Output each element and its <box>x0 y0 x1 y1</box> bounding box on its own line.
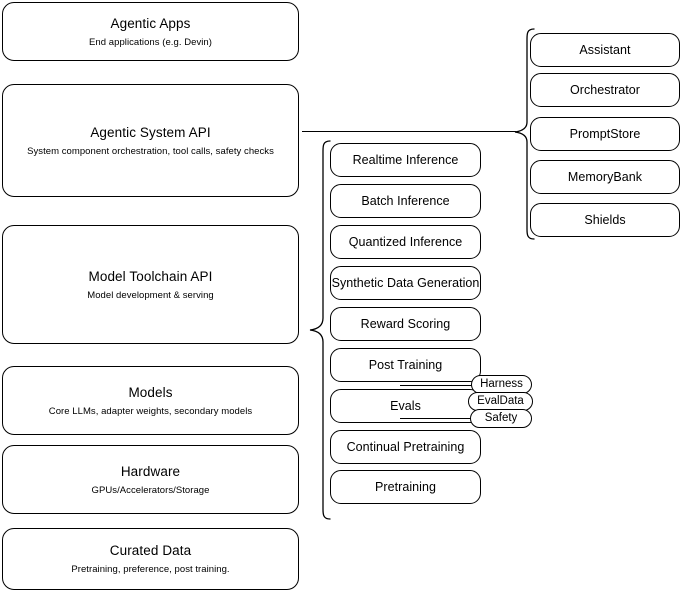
connector-line-evals-harness <box>400 385 478 386</box>
layer-title: Curated Data <box>109 543 192 558</box>
layer-subtitle: Pretraining, preference, post training. <box>71 564 230 575</box>
toolchain-item-quantized-inference[interactable]: Quantized Inference <box>330 225 481 259</box>
item-label: Quantized Inference <box>348 234 463 249</box>
layer-box-hardware[interactable]: Hardware GPUs/Accelerators/Storage <box>2 445 299 514</box>
toolchain-item-pretraining[interactable]: Pretraining <box>330 470 481 504</box>
layer-subtitle: End applications (e.g. Devin) <box>89 36 212 48</box>
item-label: Reward Scoring <box>360 316 451 331</box>
system-item-memorybank[interactable]: MemoryBank <box>530 160 680 194</box>
toolchain-item-post-training[interactable]: Post Training <box>330 348 481 382</box>
item-label: Batch Inference <box>361 193 450 208</box>
system-item-assistant[interactable]: Assistant <box>530 33 680 67</box>
item-label: Orchestrator <box>569 82 641 97</box>
item-label: Shields <box>584 212 626 227</box>
layer-box-model-toolchain-api[interactable]: Model Toolchain API Model development & … <box>2 225 299 344</box>
system-item-promptstore[interactable]: PromptStore <box>530 117 680 151</box>
layer-box-agentic-system-api[interactable]: Agentic System API System component orch… <box>2 84 299 197</box>
badge-label: Safety <box>484 412 518 424</box>
badge-label: EvalData <box>477 395 524 407</box>
toolchain-item-continual-pretraining[interactable]: Continual Pretraining <box>330 430 481 464</box>
eval-badge-harness[interactable]: Harness <box>471 375 532 394</box>
layer-box-agentic-apps[interactable]: Agentic Apps End applications (e.g. Devi… <box>2 2 299 61</box>
layer-title: Agentic System API <box>90 124 211 140</box>
toolchain-item-batch-inference[interactable]: Batch Inference <box>330 184 481 218</box>
toolchain-item-synthetic-data-generation[interactable]: Synthetic Data Generation <box>330 266 481 300</box>
system-item-orchestrator[interactable]: Orchestrator <box>530 73 680 107</box>
item-label: Evals <box>390 398 421 413</box>
item-label: Assistant <box>579 42 631 57</box>
layer-subtitle: Model development & serving <box>87 289 214 301</box>
layer-box-curated-data[interactable]: Curated Data Pretraining, preference, po… <box>2 528 299 590</box>
item-label: Continual Pretraining <box>346 439 465 454</box>
item-label: MemoryBank <box>567 169 643 184</box>
layer-subtitle: Core LLMs, adapter weights, secondary mo… <box>48 405 253 417</box>
layer-title: Model Toolchain API <box>88 268 213 284</box>
eval-badge-evaldata[interactable]: EvalData <box>468 392 533 411</box>
eval-badge-safety[interactable]: Safety <box>470 409 532 428</box>
toolchain-item-realtime-inference[interactable]: Realtime Inference <box>330 143 481 177</box>
layer-subtitle: System component orchestration, tool cal… <box>27 145 274 157</box>
layer-subtitle: GPUs/Accelerators/Storage <box>91 484 210 496</box>
layer-box-models[interactable]: Models Core LLMs, adapter weights, secon… <box>2 366 299 435</box>
brace-toolchain-group <box>307 140 331 520</box>
layer-title: Agentic Apps <box>110 15 191 31</box>
layer-title: Models <box>128 384 173 400</box>
layer-title: Hardware <box>120 463 181 479</box>
item-label: PromptStore <box>569 126 641 141</box>
item-label: Post Training <box>368 357 443 372</box>
toolchain-item-reward-scoring[interactable]: Reward Scoring <box>330 307 481 341</box>
item-label: Pretraining <box>375 479 436 494</box>
item-label: Realtime Inference <box>352 152 459 167</box>
connector-line-system-api-to-components <box>302 131 516 132</box>
item-label: Synthetic Data Generation <box>331 275 480 290</box>
badge-label: Harness <box>480 378 523 390</box>
system-item-shields[interactable]: Shields <box>530 203 680 237</box>
connector-line-evals-safety <box>400 418 478 419</box>
